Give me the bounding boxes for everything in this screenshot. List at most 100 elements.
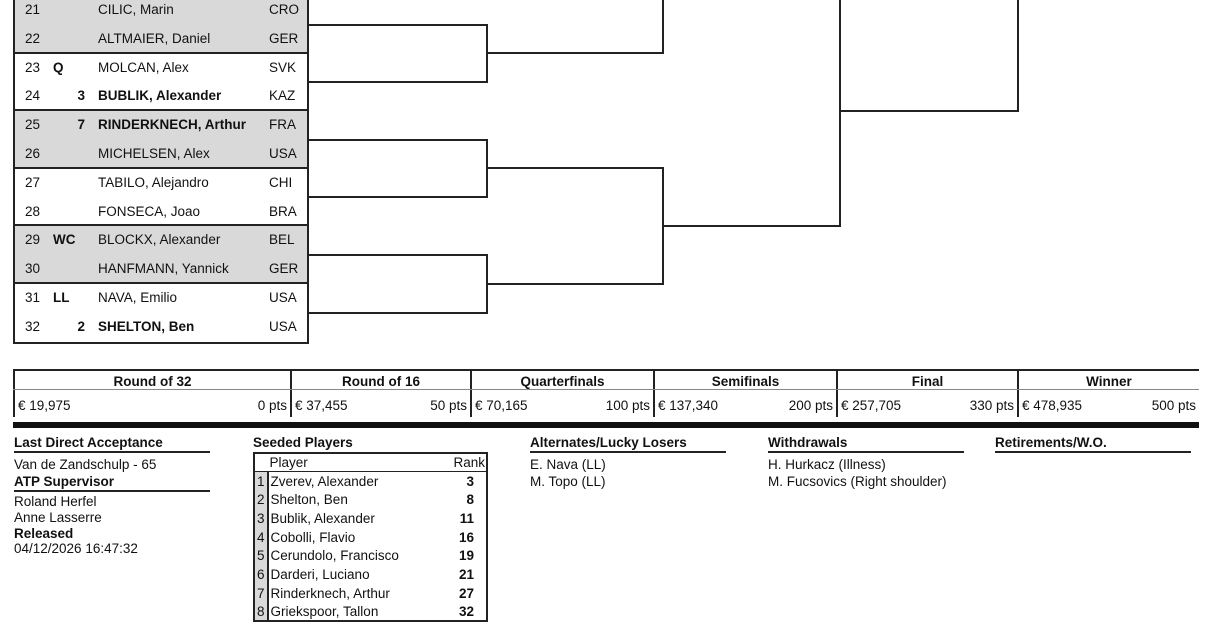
player-name: BLOCKX, Alexander [98,232,221,248]
seeded-section: Seeded Players [253,435,488,450]
draw-number: 32 [25,318,41,334]
draw-number: 30 [25,261,41,277]
retirements-title: Retirements/W.O. [995,435,1191,453]
country-code: USA [269,145,297,161]
supervisor-name: Anne Lasserre [14,510,102,525]
ranking-points: 50 pts [430,398,467,413]
round-name: Final [911,374,944,389]
seed-rank: 27 [458,585,474,601]
prize-money: € 70,165 [475,398,528,413]
country-code: BRA [269,203,297,219]
released-title: Released [14,525,74,541]
seed-number: 2 [77,318,85,334]
seed-player: Zverev, Alexander [270,473,379,489]
seed-player: Rinderknech, Arthur [270,585,390,601]
round-name: Round of 32 [113,374,192,389]
seed-rank: 32 [458,603,474,619]
seed-number: 7 [254,583,269,603]
round-name: Quarterfinals [520,374,605,389]
alternates-section: Alternates/Lucky Losers E. Nava (LL) M. … [530,435,726,490]
draw-number: 29 [25,232,41,248]
draw-number: 27 [25,174,41,190]
seed-player: Cobolli, Flavio [270,529,356,545]
draw-number: 28 [25,203,41,219]
draw-number: 21 [25,2,41,17]
entry-type: Q [53,59,64,75]
player-name: BUBLIK, Alexander [98,88,222,104]
country-code: GER [269,261,299,277]
player-name: MOLCAN, Alex [98,59,189,75]
draw-row: 23 Q MOLCAN, Alex SVK [15,54,307,83]
lda-value: Van de Zandschulp - 65 [14,457,157,472]
country-code: BEL [269,232,295,248]
player-name: RINDERKNECH, Arthur [98,117,246,133]
seed-number: 4 [254,527,269,547]
withdrawals-section: Withdrawals H. Hurkacz (Illness) M. Fucs… [768,435,964,490]
ranking-points: 500 pts [1151,398,1196,413]
draw-number: 25 [25,117,41,133]
prize-column: Final € 257,705 330 pts [836,371,1017,417]
prize-column: Semifinals € 137,340 200 pts [653,371,836,417]
supervisor-title: ATP Supervisor [14,474,210,492]
draw-number: 26 [25,145,41,161]
round-name: Semifinals [711,374,780,389]
country-code: CHI [269,174,293,190]
player-name: HANFMANN, Yannick [98,261,229,277]
seeded-title: Seeded Players [253,435,353,450]
seed-number: 6 [254,565,269,584]
seed-player: Shelton, Ben [270,492,348,508]
draw-row: 25 7 RINDERKNECH, Arthur FRA [15,111,307,140]
alternates-title: Alternates/Lucky Losers [530,435,726,453]
prize-money: € 257,705 [841,398,902,413]
seed-player: Griekspoor, Tallon [270,603,379,619]
ranking-points: 330 pts [969,398,1014,413]
country-code: FRA [269,117,296,133]
draw-row: 26 MICHELSEN, Alex USA [15,139,307,169]
country-code: CRO [269,2,299,17]
retirements-section: Retirements/W.O. [995,435,1191,457]
seed-number: 5 [254,546,269,566]
withdrawal: M. Fucsovics (Right shoulder) [768,473,947,489]
entry-type: WC [53,232,76,248]
seed-player: Darderi, Luciano [270,566,370,582]
country-code: SVK [269,59,297,75]
seed-player: Cerundolo, Francisco [270,548,399,564]
seed-rank: 16 [458,529,474,545]
seed-rank: 11 [459,510,474,526]
released-value: 04/12/2026 16:47:32 [14,540,138,556]
draw-number: 23 [25,59,41,75]
player-name: NAVA, Emilio [98,289,178,305]
country-code: KAZ [269,88,296,104]
seed-number: 3 [77,88,85,104]
seed-number: 7 [77,117,85,133]
draw-row: 30 HANFMANN, Yannick GER [15,255,307,284]
draw-number: 22 [25,30,41,46]
round-name: Round of 16 [342,374,420,389]
player-name: SHELTON, Ben [98,318,195,334]
officials-section: Last Direct Acceptance Van de Zandschulp… [14,435,210,556]
ranking-points: 200 pts [788,398,833,413]
draw-number: 31 [25,289,41,305]
seed-number: 1 [254,471,269,491]
alternate: E. Nava (LL) [530,457,606,472]
entry-type: LL [53,289,70,305]
prize-money: € 137,340 [658,398,719,413]
col-player: Player [267,453,441,473]
prize-money: € 478,935 [1022,398,1083,413]
player-name: MICHELSEN, Alex [98,145,210,161]
